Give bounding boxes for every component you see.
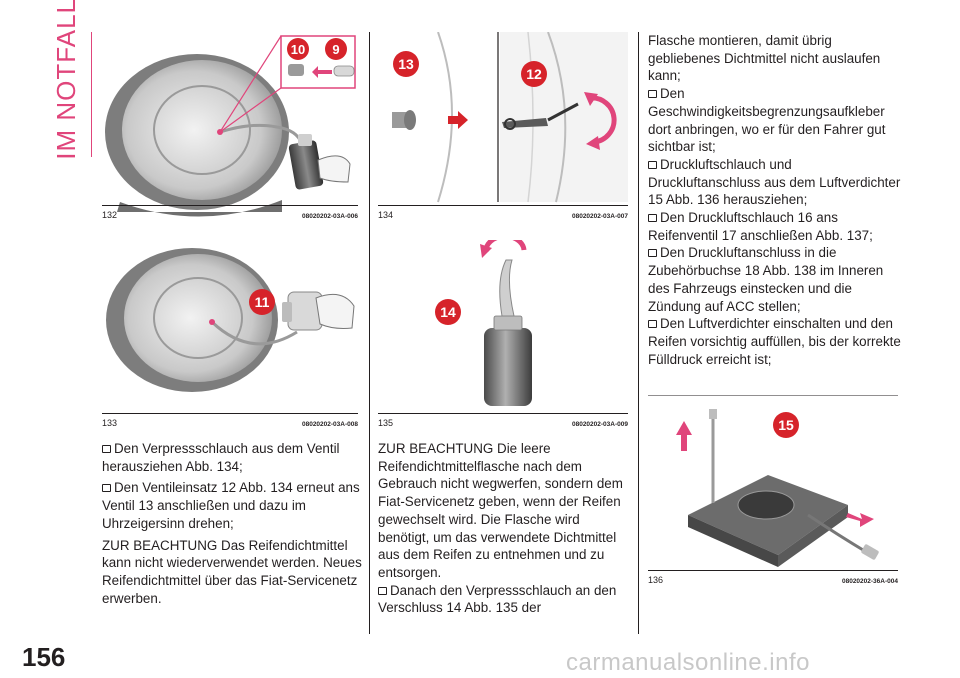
callout-10: 10 [291,42,305,57]
figure-134-caption: 134 08020202-03A-007 [378,205,628,220]
checkbox-bullet-icon [648,320,657,329]
section-title: IM NOTFALL [50,0,81,160]
figure-number: 136 [648,575,664,585]
bullet-item: Den Ventileinsatz 12 Abb. 134 erneut ans… [102,480,360,531]
checkbox-bullet-icon [648,249,657,258]
continued-paragraph: Flasche montieren, damit übrig geblieben… [648,33,881,84]
callout-13: 13 [398,56,414,72]
figure-number: 135 [378,418,394,428]
bullet-item: Den Druckluftschlauch 16 ans Reifenventi… [648,210,873,243]
figure-133-caption: 133 08020202-03A-008 [102,413,358,428]
figure-133-illustration: 11 [106,248,355,392]
figure-135-illustration: 14 [435,240,532,406]
figure-code: 08020202-03A-006 [301,213,358,220]
figure-number: 132 [102,210,118,220]
section-title-rule [91,32,92,157]
bullet-item: Den Luftverdichter einschalten und den R… [648,316,901,367]
column-2-text: ZUR BEACHTUNG Die leere Reifendichtmitte… [378,440,632,621]
callout-12: 12 [526,66,542,82]
bullet-item: Den Druckluftanschluss in die Zubehörbuc… [648,245,884,314]
checkbox-bullet-icon [648,160,657,169]
figure-code: 08020202-03A-008 [301,421,358,428]
figure-number: 134 [378,210,394,220]
callout-11: 11 [255,294,270,310]
checkbox-bullet-icon [648,214,657,223]
checkbox-bullet-icon [648,90,657,99]
callout-14: 14 [440,304,456,320]
figure-code: 08020202-03A-007 [571,213,628,220]
figure-136: 15 136 08020202-36A-004 [648,395,898,585]
column-divider-2 [638,32,639,634]
callout-9: 9 [332,42,339,57]
figure-number: 133 [102,418,118,428]
bullet-item: Danach den Verpressschlauch an den Versc… [378,582,617,616]
checkbox-bullet-icon [102,445,111,453]
figure-134: 13 12 134 08020202-03A-007 [378,32,628,220]
bullet-item: Den Verpressschlauch aus dem Ventil hera… [102,441,340,474]
watermark: carmanualsonline.info [566,649,810,676]
note-paragraph: ZUR BEACHTUNG Das Reifendichtmittel kann… [102,537,362,606]
figure-136-illustration: 15 [648,395,898,567]
figure-133: 11 133 08020202-03A-008 [102,240,358,428]
figure-134-illustration: 13 12 [378,32,628,203]
bullet-item: Druckluftschlauch und Druckluftanschluss… [648,156,901,208]
bullet-item: Den Geschwindigkeitsbegrenzungsaufkleber… [648,86,886,155]
checkbox-bullet-icon [378,586,387,595]
page-number: 156 [22,642,66,672]
figure-code: 08020202-03A-009 [571,421,628,428]
column-divider-1 [369,32,370,634]
figure-132-illustration: 10 9 [105,35,356,217]
figure-132: 10 9 132 08020202-03A-006 [102,32,358,220]
checkbox-bullet-icon [102,484,111,493]
figure-135: 14 135 08020202-03A-009 [378,240,628,428]
column-3-text: Flasche montieren, damit übrig geblieben… [648,32,902,368]
callout-15: 15 [778,417,794,433]
figure-132-caption: 132 08020202-03A-006 [102,205,358,220]
figure-code: 08020202-36A-004 [841,578,898,585]
figure-135-caption: 135 08020202-03A-009 [378,413,628,428]
column-1-text: Den Verpressschlauch aus dem Ventil hera… [102,440,364,611]
note-paragraph: ZUR BEACHTUNG Die leere Reifendichtmitte… [378,441,623,580]
figure-136-caption: 136 08020202-36A-004 [648,570,898,585]
